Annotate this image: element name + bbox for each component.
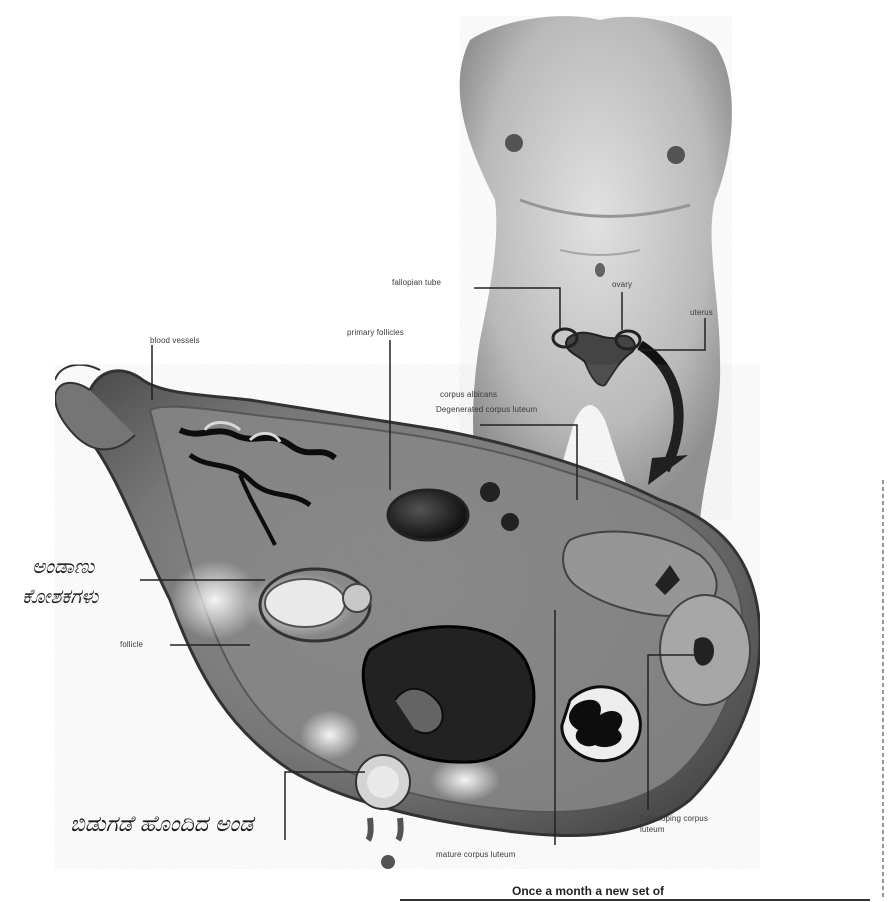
label-ovary: ovary	[612, 280, 632, 289]
label-follicle: follicle	[120, 640, 143, 649]
handwritten-follicle-note-line1: ಅಂಡಾಣು	[32, 554, 94, 578]
figure-caption: Once a month a new set of	[512, 884, 664, 898]
label-primary-follicles: primary follicles	[347, 328, 404, 337]
label-fallopian-tube: fallopian tube	[392, 278, 441, 287]
label-mature-corpus-luteum: mature corpus luteum	[436, 850, 515, 859]
label-developing-corpus-luteum: Developing corpus luteum	[640, 813, 720, 835]
label-degenerated-corpus-luteum: Degenerated corpus luteum	[436, 404, 540, 416]
label-corpus-albicans: corpus albicans	[440, 390, 497, 399]
label-uterus: uterus	[690, 308, 713, 317]
handwritten-follicle-note-line2: ಕೋಶಕಗಳು	[22, 584, 98, 608]
label-blood-vessels: blood vessels	[150, 336, 200, 345]
handwritten-egg-release-note: ಬಿಡುಗಡೆ ಹೊಂದಿದ ಅಂಡ	[70, 812, 253, 837]
